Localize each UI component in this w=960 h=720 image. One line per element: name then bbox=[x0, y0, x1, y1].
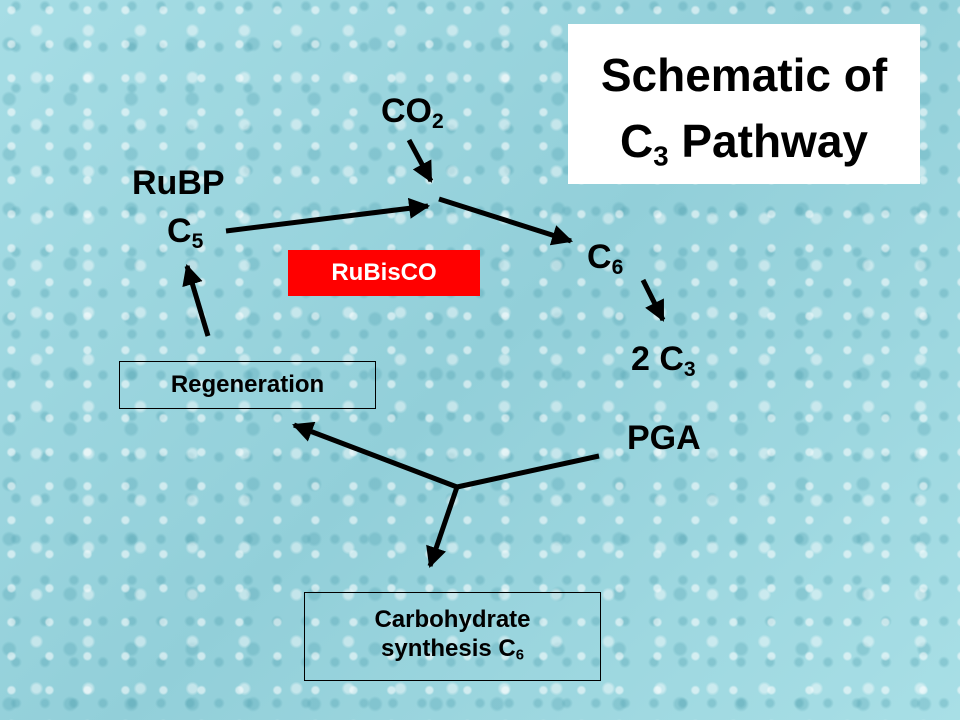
regeneration-box: Regeneration bbox=[119, 361, 376, 409]
arrow-co2-to-junction bbox=[406, 138, 434, 183]
arrow-branch-to-regeneration bbox=[292, 421, 458, 490]
arrow-junction-to-c6 bbox=[438, 196, 574, 246]
carbohydrate-line-2: synthesis C6 bbox=[381, 635, 524, 664]
title-line-1: Schematic of bbox=[600, 49, 888, 101]
c6-label: C6 bbox=[587, 238, 624, 279]
arrow-pga-to-branch bbox=[456, 453, 600, 490]
co2-label: CO2 bbox=[381, 92, 444, 133]
arrow-regeneration-to-rubp bbox=[182, 263, 211, 337]
arrow-c6-to-2c3 bbox=[640, 278, 666, 322]
rubp-label: RuBP bbox=[132, 164, 225, 202]
pga-label: PGA bbox=[627, 419, 701, 457]
title-box: Schematic of C3 Pathway bbox=[568, 24, 920, 184]
arrow-rubp-to-junction bbox=[225, 197, 431, 234]
carbohydrate-line-1: Carbohydrate bbox=[374, 606, 531, 633]
arrow-branch-to-carbohydrate bbox=[426, 486, 460, 568]
two-c3-label: 2 C3 bbox=[631, 340, 696, 381]
carbohydrate-synthesis-box: Carbohydrate synthesis C6 bbox=[304, 592, 601, 681]
rubp-carbon-label: C5 bbox=[167, 212, 204, 253]
title-line-2: C3 Pathway bbox=[619, 115, 868, 172]
rubisco-label: RuBisCO bbox=[288, 250, 480, 296]
